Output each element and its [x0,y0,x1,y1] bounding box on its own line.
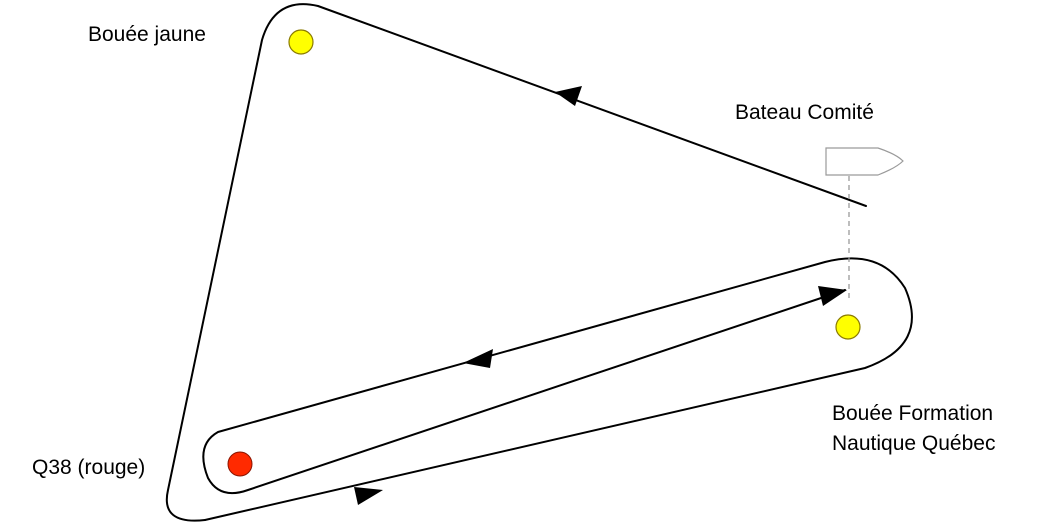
arrow-beat-leg [818,286,847,306]
formation-buoy-icon [835,314,861,340]
yellow-buoy-icon [288,29,314,55]
label-yellow-buoy: Bouée jaune [88,23,206,46]
label-formation-buoy-line2: Nautique Québec [832,432,995,455]
label-formation-buoy-line1: Bouée Formation [832,402,993,425]
arrow-return-leg [463,349,493,368]
triangle-course-path [165,3,867,522]
committee-boat-icon [825,147,904,176]
red-buoy-icon [227,451,253,477]
arrow-upwind-leg [555,86,582,106]
label-committee-boat: Bateau Comité [735,101,874,124]
loop-course-path [202,257,913,521]
label-red-mark: Q38 (rouge) [32,456,145,479]
arrow-bottom-leg [354,487,383,505]
